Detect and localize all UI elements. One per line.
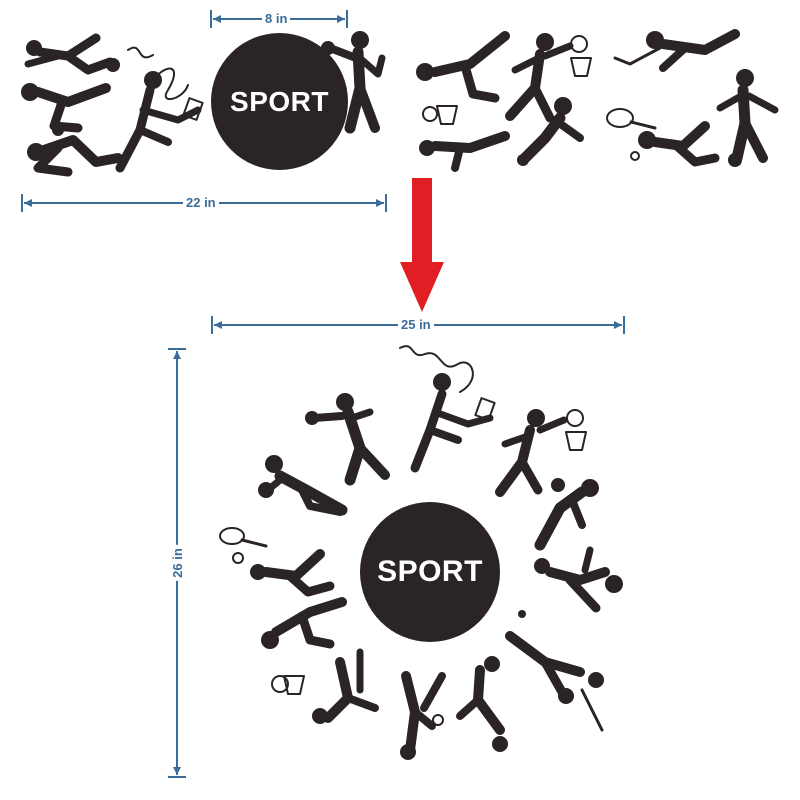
basketball-player-figure [495,409,587,497]
top-total-width-label: 22 in [183,195,219,211]
right-figure-cluster [416,29,779,172]
tennis-player-figure [219,527,335,597]
climber-figure [312,648,379,724]
top-circle-width-label: 8 in [262,11,291,27]
boxer-figure [305,393,390,486]
swimmer-figure [456,656,508,752]
left-figure-cluster [21,33,204,177]
circular-figure-ring [219,345,623,760]
basketball-jumper-figure [261,597,347,695]
bottom-sport-circle: SPORT [360,502,500,642]
bottom-sport-text: SPORT [377,555,483,588]
rhythmic-gymnast-figure [399,345,496,473]
bottom-width-label: 25 in [398,317,434,333]
boxer-figure-top [321,31,386,134]
wrestler-figure [534,478,599,551]
arrow-down-icon [400,178,444,312]
hockey-player-figure [505,610,604,732]
top-sport-text: SPORT [230,85,329,117]
bottom-height-label: 26 in [169,545,186,581]
top-sport-circle: SPORT [211,33,348,170]
cyclist-figure [258,455,348,516]
sprinter-figure [534,546,623,613]
diver-figure [400,671,446,760]
